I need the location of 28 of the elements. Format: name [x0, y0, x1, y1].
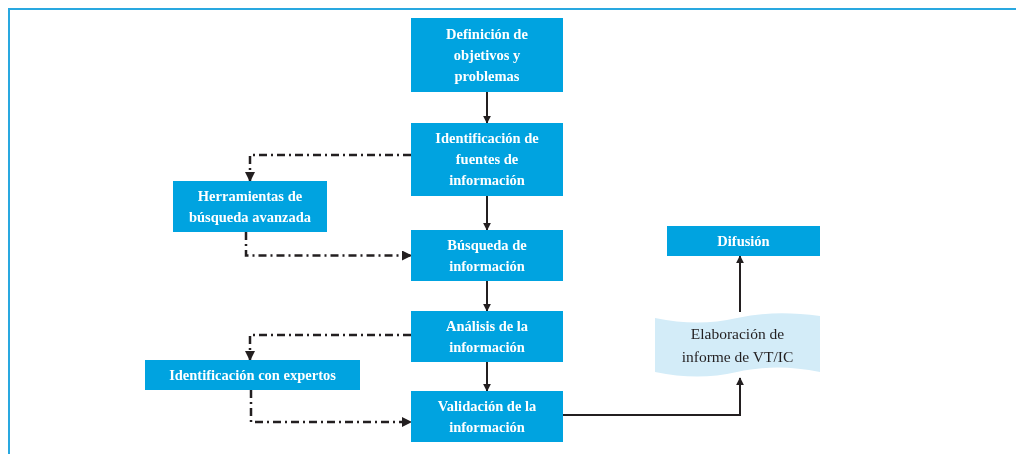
process-box — [411, 123, 563, 196]
document-shape — [655, 312, 820, 378]
process-box — [411, 311, 563, 362]
dash-dot-arrow — [249, 390, 412, 427]
process-box — [173, 181, 327, 232]
node-label: Validación de la información — [436, 396, 538, 437]
node-label: Análisis de la información — [444, 316, 530, 357]
process-box — [411, 230, 563, 281]
node-label: Definición de objetivos y problemas — [445, 24, 529, 86]
arrow — [736, 255, 744, 313]
process-box — [145, 360, 360, 390]
process-box — [667, 226, 820, 256]
arrow — [562, 377, 744, 416]
dash-dot-arrow — [244, 232, 412, 261]
arrow — [483, 280, 491, 312]
process-box — [411, 18, 563, 92]
arrow — [483, 361, 491, 392]
node-label: Identificación de fuentes de información — [434, 129, 540, 190]
node-label: Búsqueda de información — [446, 235, 528, 276]
dash-dot-arrow — [245, 153, 411, 182]
node-label: Elaboración de informe de VT/IC — [680, 324, 795, 367]
dash-dot-arrow — [245, 333, 411, 361]
node-label: Identificación con expertos — [168, 365, 337, 385]
arrow — [483, 195, 491, 231]
node-label: Difusión — [716, 231, 771, 251]
process-box — [411, 391, 563, 442]
node-label: Herramientas de búsqueda avanzada — [187, 186, 313, 227]
arrow — [483, 91, 491, 124]
